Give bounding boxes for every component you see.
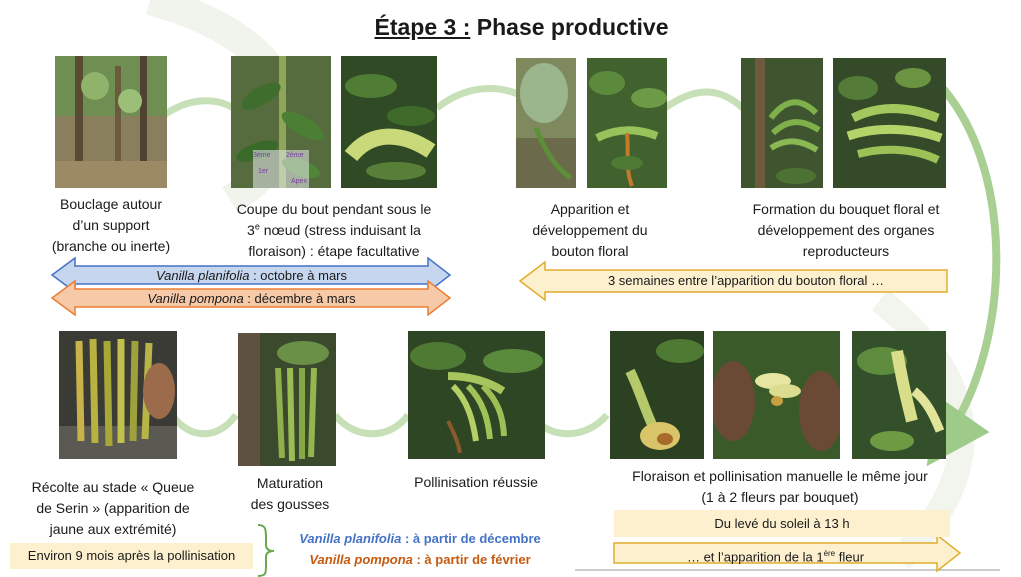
box-soleil: Du levé du soleil à 13 h bbox=[614, 510, 950, 537]
caption-maturation-line2: des gousses bbox=[250, 496, 330, 512]
band-pompona-arrow bbox=[50, 279, 452, 317]
harvest-planifolia-period: : à partir de décembre bbox=[401, 531, 541, 546]
caption-bouclage-line1: Bouclage autour bbox=[60, 196, 162, 212]
label-apex: Apex bbox=[291, 178, 307, 185]
caption-coupe-line3: floraison) : étape facultative bbox=[248, 243, 420, 259]
photo-apparition-2 bbox=[587, 58, 667, 188]
caption-recolte-line3: jaune aux extrémité) bbox=[49, 521, 177, 537]
caption-maturation-line1: Maturation bbox=[256, 475, 324, 491]
arc-top-3 bbox=[659, 88, 748, 113]
band-planifolia-text: Vanilla planifolia : octobre à mars bbox=[75, 268, 428, 284]
caption-formation-line1: Formation du bouquet floral et bbox=[752, 201, 940, 217]
band-fleur-end: fleur bbox=[835, 549, 865, 565]
caption-apparition-line2: développement du bbox=[532, 222, 648, 238]
band-fleur-text: … et l’apparition de la 1ère fleur bbox=[614, 545, 937, 565]
caption-floraison: Floraison et pollinisation manuelle le m… bbox=[600, 466, 960, 508]
photo-formation-1 bbox=[741, 58, 823, 188]
band-pompona-text: Vanilla pompona : décembre à mars bbox=[75, 291, 428, 307]
caption-formation-line3: reproducteurs bbox=[802, 243, 890, 259]
band-fleur-sup: ère bbox=[823, 549, 836, 558]
photo-maturation bbox=[238, 333, 336, 466]
photo-floraison-3 bbox=[852, 331, 946, 459]
band-planifolia-species: Vanilla planifolia bbox=[155, 268, 250, 283]
caption-coupe-line1: Coupe du bout pendant sous le bbox=[236, 201, 432, 217]
arc-bottom-3 bbox=[169, 412, 239, 438]
photo-floraison-2 bbox=[713, 331, 840, 459]
caption-apparition-line3: bouton floral bbox=[551, 243, 629, 259]
title-main: Phase productive bbox=[476, 14, 669, 40]
label-noeud-3: 3ème bbox=[253, 152, 271, 159]
caption-floraison-line1: Floraison et pollinisation manuelle le m… bbox=[632, 468, 928, 484]
caption-recolte-line1: Récolte au stade « Queue bbox=[31, 479, 195, 495]
band-fleur-main: … et l’apparition de la 1 bbox=[686, 549, 824, 565]
harvest-pompona: Vanilla pompona : à partir de février bbox=[285, 549, 555, 570]
band-bouton-arrow bbox=[518, 260, 948, 302]
photo-pollinisation bbox=[408, 331, 545, 459]
photo-coupe: 3ème 2ème 1er Apex bbox=[231, 56, 331, 188]
title-prefix: Étape 3 : bbox=[374, 14, 471, 40]
caption-formation-line2: développement des organes bbox=[757, 222, 935, 238]
caption-coupe-sup: e bbox=[254, 221, 260, 232]
caption-apparition: Apparition et développement du bouton fl… bbox=[505, 199, 675, 262]
caption-formation: Formation du bouquet floral et développe… bbox=[715, 199, 977, 262]
caption-recolte: Récolte au stade « Queue de Serin » (app… bbox=[13, 477, 213, 540]
band-pompona-period: : décembre à mars bbox=[243, 291, 356, 306]
caption-pollinisation: Pollinisation réussie bbox=[414, 474, 538, 490]
label-noeud-2: 2ème bbox=[286, 152, 304, 159]
brace bbox=[257, 524, 275, 577]
caption-coupe: Coupe du bout pendant sous le 3e nœud (s… bbox=[218, 199, 450, 262]
page-title: Étape 3 : Phase productive bbox=[0, 14, 1021, 41]
harvest-pompona-period: : à partir de février bbox=[412, 552, 531, 567]
arc-big-right bbox=[926, 77, 1001, 467]
band-fleur-arrow bbox=[613, 533, 962, 573]
caption-maturation: Maturation des gousses bbox=[230, 473, 350, 515]
caption-coupe-num: 3 bbox=[247, 222, 255, 238]
arc-bottom-2 bbox=[332, 412, 411, 438]
photo-bout-pendant bbox=[341, 56, 437, 188]
harvest-planifolia-species: Vanilla planifolia bbox=[299, 531, 402, 546]
band-pompona-species: Vanilla pompona bbox=[147, 291, 244, 306]
photo-floraison-1 bbox=[610, 331, 704, 459]
label-noeud-1: 1er bbox=[258, 168, 269, 175]
band-bouton-text: 3 semaines entre l’apparition du bouton … bbox=[607, 273, 885, 288]
caption-apparition-line1: Apparition et bbox=[550, 201, 630, 217]
caption-bouclage-line2: d’un support bbox=[72, 217, 150, 233]
photo-recolte bbox=[59, 331, 177, 459]
harvest-planifolia: Vanilla planifolia : à partir de décembr… bbox=[285, 528, 555, 549]
caption-floraison-line2: (1 à 2 fleurs par bouquet) bbox=[701, 489, 859, 505]
photo-formation-2 bbox=[833, 58, 946, 188]
caption-bouclage-line3: (branche ou inerte) bbox=[51, 238, 171, 254]
box-neuf-mois: Environ 9 mois après la pollinisation bbox=[10, 543, 253, 569]
band-planifolia-period: : octobre à mars bbox=[249, 268, 348, 283]
caption-coupe-line2: nœud (stress induisant la bbox=[259, 222, 421, 238]
photo-bouclage bbox=[55, 56, 167, 188]
caption-recolte-line2: de Serin » (apparition de bbox=[36, 500, 190, 516]
harvest-periods: Vanilla planifolia : à partir de décembr… bbox=[285, 528, 555, 570]
photo-apparition-1 bbox=[516, 58, 576, 188]
harvest-pompona-species: Vanilla pompona bbox=[309, 552, 413, 567]
caption-bouclage: Bouclage autour d’un support (branche ou… bbox=[35, 194, 187, 257]
